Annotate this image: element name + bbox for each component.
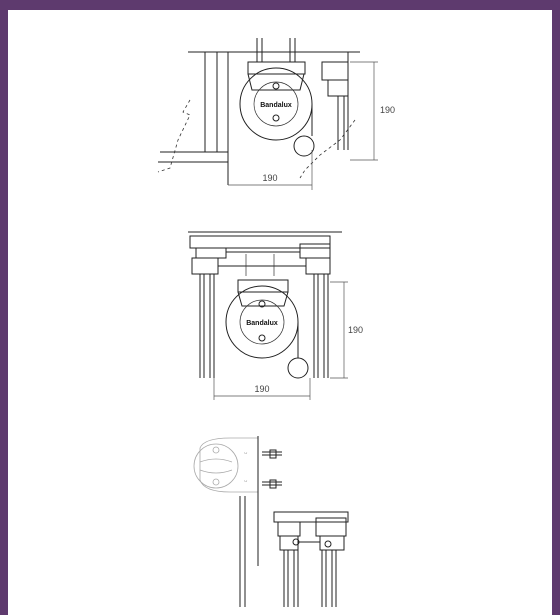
diagram-2-frame-mount: Bandalux 190 190: [188, 231, 363, 400]
break-line-left: [157, 99, 191, 173]
bracket-screw-top: [258, 300, 266, 308]
mount-plate: [247, 61, 306, 75]
diagram-1-ceiling-mount: Bandalux 190 190: [157, 38, 395, 190]
bottom-weight: [287, 357, 309, 379]
profile-right-lower: [319, 535, 345, 551]
bracket-screw-bottom: [272, 114, 280, 122]
ghost-bracket-disc: [193, 443, 239, 489]
dim-width-label: 190: [254, 384, 269, 394]
brand-label: Bandalux: [246, 320, 278, 327]
bracket-screw-bottom: [258, 334, 266, 342]
profile-right-block: [315, 517, 347, 537]
ghost-bracket-mark: ᴗ: [244, 450, 248, 456]
top-profile-left-block: [195, 247, 227, 259]
left-profile-section: [191, 257, 219, 275]
frame-profile-mid: [327, 79, 349, 97]
bracket-shoulder: [247, 73, 305, 91]
dim-height-label: 190: [348, 325, 363, 335]
dim-height-label: 190: [380, 105, 395, 115]
bottom-weight: [293, 135, 315, 157]
bracket-shoulder: [237, 291, 289, 307]
profile-left-lower: [279, 535, 299, 551]
top-profile: [189, 235, 331, 249]
bracket-disc: [239, 299, 285, 345]
brand-label: Bandalux: [260, 102, 292, 109]
break-line-right: [299, 119, 356, 179]
right-profile-section: [305, 257, 331, 275]
frame-profile-top: [321, 61, 349, 81]
svg-text:ᴗ: ᴗ: [244, 478, 248, 484]
bracket-screw-top: [272, 82, 280, 90]
profile-top: [273, 511, 349, 523]
top-profile-right-block: [299, 243, 331, 259]
bracket-disc: [253, 81, 299, 127]
diagram-3-side-view: ᴗ ᴗ: [193, 436, 349, 607]
profile-left-block: [277, 521, 301, 537]
dim-width-label: 190: [262, 173, 277, 183]
